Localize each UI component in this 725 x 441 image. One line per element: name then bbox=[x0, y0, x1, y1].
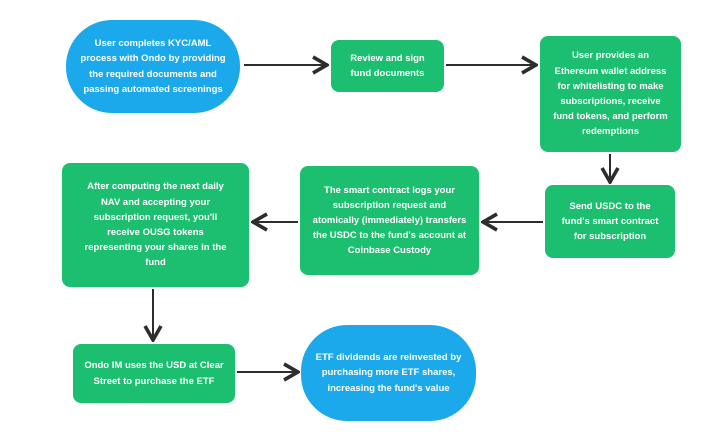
node-send-usdc: Send USDC to the fund's smart contract f… bbox=[545, 185, 675, 258]
node-receive-ousg: After computing the next daily NAV and a… bbox=[62, 163, 249, 287]
node-wallet-whitelist: User provides an Ethereum wallet address… bbox=[540, 36, 681, 152]
node-review-sign: Review and sign fund documents bbox=[331, 40, 444, 92]
node-kyc: User completes KYC/AML process with Ondo… bbox=[66, 20, 240, 113]
node-dividends-reinvested: ETF dividends are reinvested by purchasi… bbox=[301, 325, 476, 421]
node-smart-contract-logs: The smart contract logs your subscriptio… bbox=[300, 166, 479, 275]
node-purchase-etf: Ondo IM uses the USD at Clear Street to … bbox=[73, 344, 235, 403]
